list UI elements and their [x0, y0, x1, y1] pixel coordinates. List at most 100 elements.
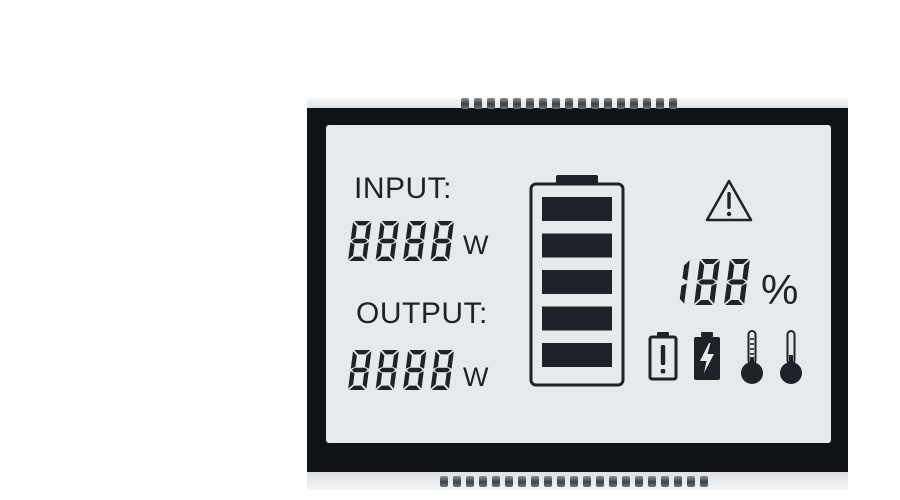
digit-segment [724, 283, 732, 304]
connector-pin [466, 476, 474, 487]
digit-segment [379, 238, 396, 244]
seven-segment-digit [430, 350, 454, 390]
connector-pin [570, 476, 578, 487]
connector-pin [544, 476, 552, 487]
connector-pins-bottom [440, 476, 708, 487]
connector-pin [474, 98, 482, 109]
output-label: OUTPUT: [356, 297, 488, 330]
digit-segment [362, 371, 369, 389]
digit-segment [447, 351, 454, 369]
digit-segment [725, 299, 743, 305]
digit-segment [375, 371, 383, 389]
battery-level-bar [542, 233, 612, 258]
connector-pin [539, 98, 547, 109]
digit-segment [701, 259, 719, 265]
digit-segment [434, 367, 451, 373]
digit-segment [697, 260, 705, 281]
digit-segment [728, 279, 746, 285]
connector-pin [661, 476, 669, 487]
seven-segment-digit [375, 350, 399, 390]
connector-pin [656, 98, 664, 109]
digit-segment [404, 385, 421, 390]
digit-segment [445, 242, 452, 260]
input-value-display [348, 221, 454, 261]
digit-segment [436, 221, 453, 226]
connector-pin [648, 476, 656, 487]
digit-segment [354, 221, 371, 226]
digit-segment [376, 256, 393, 261]
digit-segment [419, 222, 427, 240]
connector-pin [479, 476, 487, 487]
battery-outline [529, 182, 625, 387]
connector-pin [687, 476, 695, 487]
glass-edge-top [307, 98, 848, 108]
connector-pin [518, 476, 526, 487]
battery-level-bar [542, 197, 612, 221]
connector-pin [557, 476, 565, 487]
digit-segment [350, 222, 357, 240]
connector-pin [669, 98, 677, 109]
warning-triangle-icon [705, 179, 753, 222]
digit-segment [430, 242, 438, 260]
connector-pin [630, 98, 638, 109]
connector-pin [531, 476, 539, 487]
digit-segment [679, 283, 687, 304]
digit-segment [417, 242, 424, 260]
seven-segment-digit [430, 221, 454, 261]
digit-segment [364, 222, 372, 240]
connector-pin [643, 98, 651, 109]
input-label: INPUT: [354, 172, 453, 205]
battery-cap [556, 175, 598, 184]
digit-segment [695, 299, 713, 305]
digit-segment [712, 260, 720, 281]
digit-segment [731, 259, 749, 265]
connector-pin [492, 476, 500, 487]
connector-pin [505, 476, 513, 487]
digit-segment [404, 256, 421, 261]
digit-segment [405, 351, 412, 369]
digit-segment [392, 222, 399, 240]
connector-pin [565, 98, 573, 109]
digit-segment [390, 242, 397, 260]
digit-segment [351, 238, 368, 244]
digit-segment [351, 367, 368, 373]
connector-pin [578, 98, 586, 109]
connector-pin [609, 476, 617, 487]
battery-level-bar [542, 306, 612, 331]
seven-segment-digit [724, 259, 750, 305]
lcd-screen: INPUT: W OUTPUT: W % [326, 125, 831, 443]
connector-pin [674, 476, 682, 487]
battery-level-bar [542, 343, 612, 367]
digit-segment [445, 371, 452, 389]
digit-segment [349, 256, 366, 261]
percent-value-display [679, 259, 750, 305]
connector-pin [513, 98, 521, 109]
digit-segment [381, 221, 398, 226]
digit-segment [378, 351, 385, 369]
connector-pin [440, 476, 448, 487]
battery-gauge-icon [529, 175, 625, 387]
connector-pin [622, 476, 630, 487]
digit-segment [375, 242, 383, 260]
connector-pin [552, 98, 560, 109]
output-unit: W [463, 362, 489, 392]
digit-segment [431, 385, 448, 390]
digit-segment [378, 222, 385, 240]
seven-segment-digit [348, 350, 372, 390]
digit-segment [350, 351, 357, 369]
input-unit: W [463, 230, 489, 260]
digit-segment [390, 371, 397, 389]
battery-alert-icon [648, 332, 678, 381]
digit-segment [405, 222, 412, 240]
digit-segment [727, 260, 735, 281]
digit-segment [406, 238, 423, 244]
seven-segment-digit [403, 350, 427, 390]
digit-segment [392, 351, 399, 369]
digit-segment [348, 371, 355, 389]
connector-pins-top [461, 98, 677, 109]
digit-segment [379, 367, 396, 373]
connector-pin [596, 476, 604, 487]
digit-segment [430, 371, 438, 389]
connector-pin [604, 98, 612, 109]
digit-segment [709, 283, 717, 304]
